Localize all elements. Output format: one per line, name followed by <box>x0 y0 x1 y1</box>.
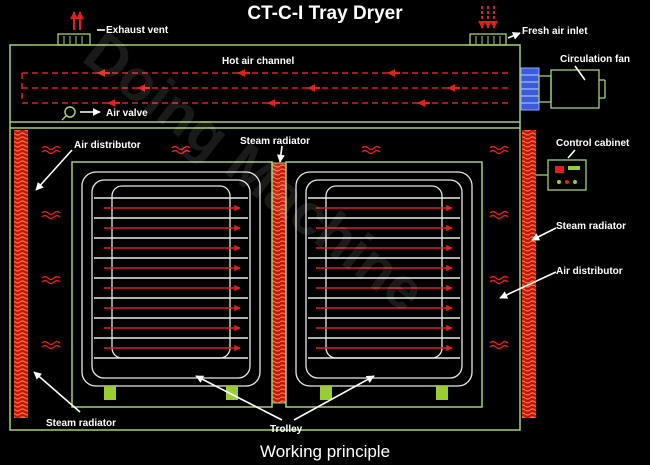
footer-caption: Working principle <box>260 442 390 461</box>
air-distributor-right-label: Air distributor <box>556 266 623 277</box>
right-trolley-airflow <box>316 204 453 352</box>
heat-wave-marks <box>41 145 509 350</box>
exhaust-vent <box>57 33 91 46</box>
air-valve-label: Air valve <box>106 108 148 119</box>
steam-radiator-right-label: Steam radiator <box>556 221 626 232</box>
trolley-label: Trolley <box>270 424 303 435</box>
steam-radiator-bottom-label: Steam radiator <box>46 418 116 429</box>
left-trolley <box>81 171 261 387</box>
hot-air-channel-label: Hot air channel <box>222 56 294 67</box>
right-trolley-wheels <box>320 386 448 400</box>
right-steam-radiator <box>522 130 536 418</box>
control-cabinet-label: Control cabinet <box>556 138 630 149</box>
air-valve-icon <box>61 106 76 121</box>
left-chamber <box>71 161 273 408</box>
exhaust-up-arrow-icon <box>70 11 84 30</box>
steam-radiator-center-label: Steam radiator <box>240 136 310 147</box>
circulation-fan <box>520 67 606 111</box>
fresh-air-inlet-label: Fresh air inlet <box>522 26 588 37</box>
exhaust-vent-label: Exhaust vent <box>106 25 169 36</box>
fresh-air-inlet <box>469 33 507 46</box>
hot-air-channel-flow <box>21 69 510 107</box>
fresh-air-down-arrow-icon <box>478 6 498 29</box>
left-trolley-airflow <box>104 204 241 352</box>
air-distributor-left-label: Air distributor <box>74 140 141 151</box>
left-steam-radiator <box>14 130 28 418</box>
circulation-fan-label: Circulation fan <box>560 54 630 65</box>
control-cabinet <box>536 159 587 191</box>
right-chamber <box>285 161 483 408</box>
diagram-title: CT-C-I Tray Dryer <box>247 3 403 24</box>
hot-air-flow-arrows <box>97 69 460 107</box>
dryer-housing <box>9 44 521 431</box>
right-trolley <box>295 171 473 387</box>
